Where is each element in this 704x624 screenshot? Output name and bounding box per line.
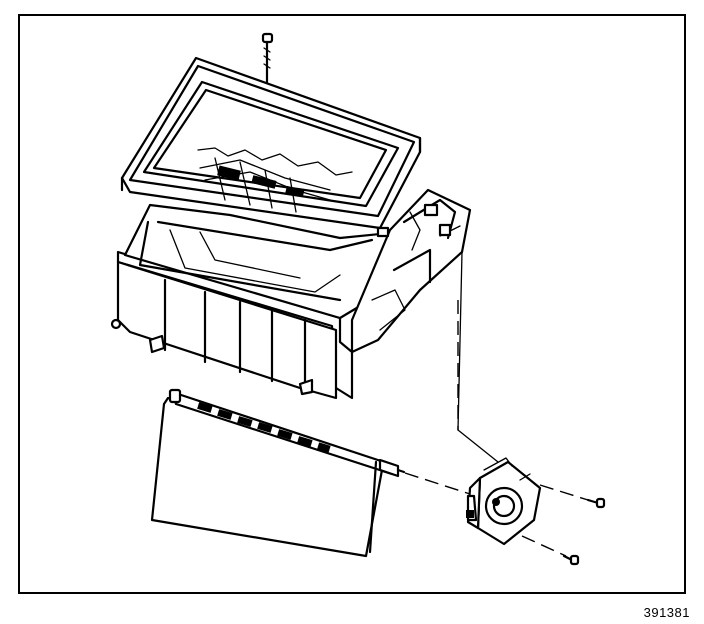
leader-line-actuator-bottom — [521, 535, 567, 557]
figure-number: 391381 — [643, 605, 690, 620]
screw-right-bottom — [562, 554, 580, 566]
leader-line-actuator-top — [539, 484, 589, 501]
upper-housing — [110, 188, 472, 400]
leader-line-housing — [457, 251, 463, 431]
leader-line-door-pivot — [404, 472, 471, 495]
leader-line-housing-end — [457, 429, 499, 463]
actuator — [466, 457, 542, 546]
lower-door-panel — [150, 388, 406, 558]
screw-right-top — [586, 497, 606, 509]
filter-frame — [120, 56, 422, 238]
